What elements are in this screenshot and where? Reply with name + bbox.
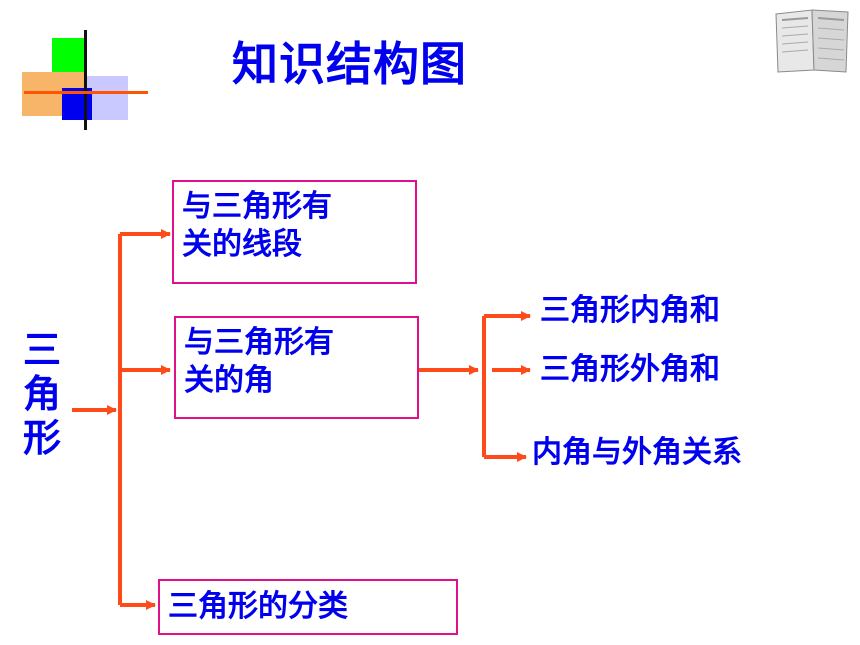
root-label: 三 角 形 <box>20 328 64 460</box>
root-char: 形 <box>22 416 61 460</box>
leaf-interior-exterior-relation: 内角与外角关系 <box>532 435 742 470</box>
angles-box: 与三角形有 关的角 <box>174 316 419 419</box>
leaf-exterior-angle-sum: 三角形外角和 <box>540 352 720 387</box>
classification-box: 三角形的分类 <box>158 579 458 635</box>
box-line: 三角形的分类 <box>168 589 348 624</box>
box-line: 与三角形有 <box>182 189 332 224</box>
logo-decoration <box>22 30 148 130</box>
segments-box: 与三角形有 关的线段 <box>172 180 417 284</box>
box-line: 关的角 <box>184 363 274 398</box>
box-line: 与三角形有 <box>184 325 334 360</box>
leaf-interior-angle-sum: 三角形内角和 <box>540 293 720 328</box>
page-title: 知识结构图 <box>232 37 467 91</box>
book-icon <box>775 9 849 73</box>
box-line: 关的线段 <box>182 227 302 262</box>
root-char: 三 <box>22 328 61 372</box>
root-char: 角 <box>22 372 61 416</box>
